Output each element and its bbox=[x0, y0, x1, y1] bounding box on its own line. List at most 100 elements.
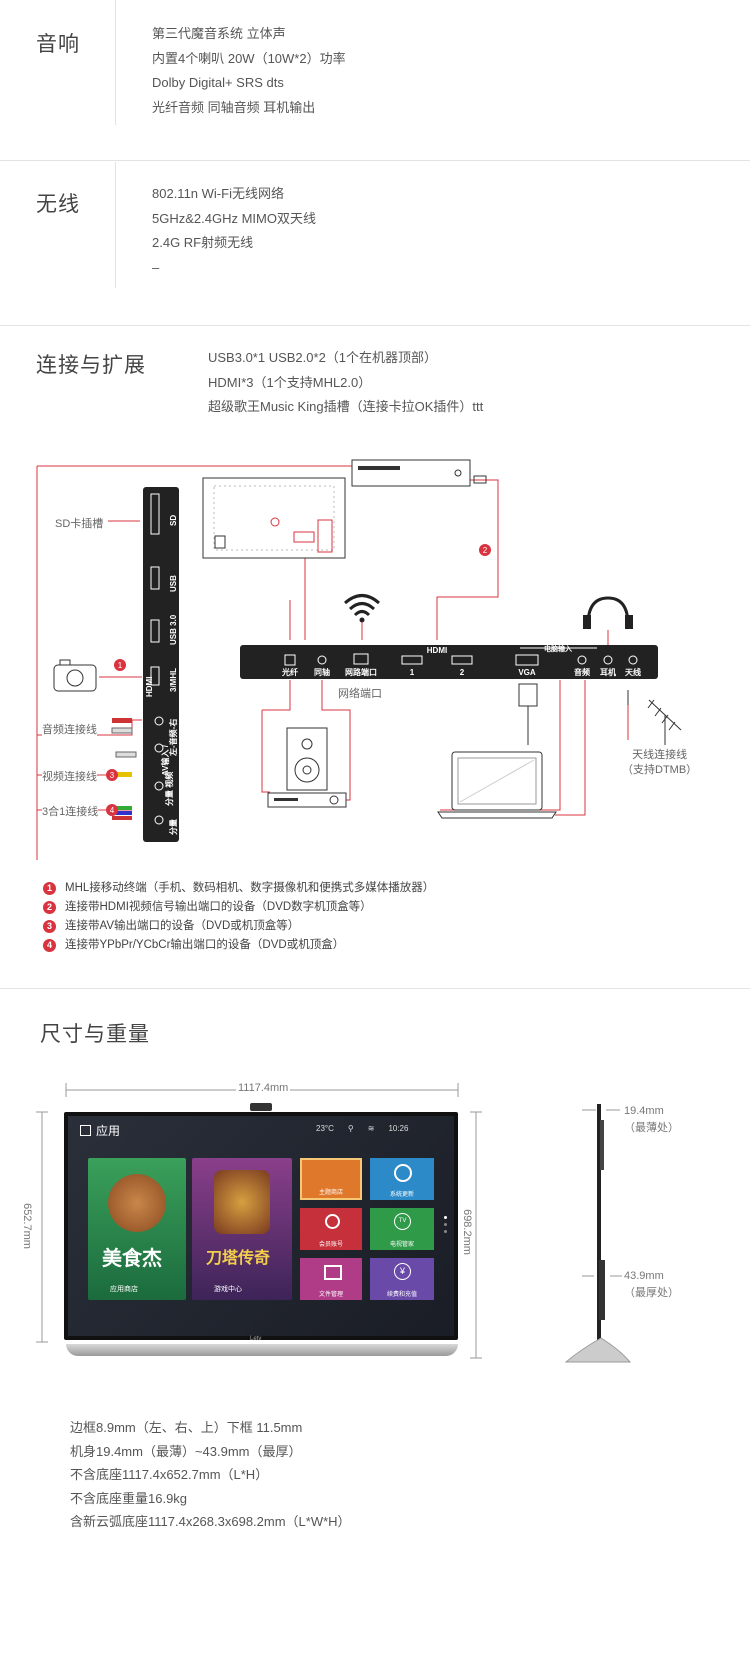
width-dimension: 1117.4mm bbox=[236, 1082, 291, 1094]
side-label-comp: 分量 bbox=[168, 819, 178, 835]
rear-label-coax: 同轴 bbox=[314, 667, 330, 677]
screen-status-bar: 23°C ⚲ ≋ 10:26 bbox=[316, 1124, 408, 1133]
legend-badge: 1 bbox=[43, 882, 56, 895]
tv-front: 应用 23°C ⚲ ≋ 10:26 美食杰 应用商店 刀塔传奇 游戏中心 主题商… bbox=[64, 1103, 458, 1342]
sd-slot-label: SD卡插槽 bbox=[55, 515, 104, 531]
legend-badge: 2 bbox=[43, 901, 56, 914]
tile-renewal[interactable]: ¥ 续费和充值 bbox=[370, 1258, 434, 1300]
rear-label-antenna: 天线 bbox=[625, 667, 641, 677]
dvd-player bbox=[351, 459, 487, 487]
food-image bbox=[108, 1174, 166, 1232]
usb-icon: ⚲ bbox=[347, 1124, 354, 1133]
legend-badge: 3 bbox=[43, 920, 56, 933]
wifi-icon bbox=[344, 594, 380, 617]
wireless-spec-line: 802.11n Wi-Fi无线网络 bbox=[152, 186, 284, 201]
side-label-video: 分量 视频 bbox=[164, 772, 174, 806]
rear-label-earphone: 耳机 bbox=[600, 667, 616, 677]
tile-update-label: 系统更新 bbox=[389, 1192, 414, 1198]
game-image bbox=[214, 1170, 270, 1234]
rear-label-pc-input: 电脑输入 bbox=[544, 644, 572, 653]
side-label-mhl: 3/MHL bbox=[169, 668, 178, 692]
legend-text: 连接带AV输出端口的设备（DVD或机顶盒等） bbox=[65, 920, 300, 932]
tv-stand-front bbox=[66, 1344, 458, 1356]
height-dimension-right: 698.2mm bbox=[460, 1209, 473, 1255]
side-label-av: 左-音频-右 bbox=[168, 719, 178, 757]
antenna bbox=[627, 690, 682, 745]
tile-file-label: 文件管理 bbox=[318, 1292, 343, 1298]
tile-member-account[interactable]: 会员账号 bbox=[300, 1208, 362, 1250]
wireless-title: 无线 bbox=[36, 193, 80, 216]
legend-text: 连接带HDMI视频信号输出端口的设备（DVD数字机顶盒等） bbox=[65, 901, 372, 913]
tv-shield-icon: TV bbox=[394, 1213, 411, 1230]
marker-1: 1 bbox=[118, 661, 123, 670]
size-title: 尺寸与重量 bbox=[40, 1023, 150, 1046]
tile-game[interactable]: 刀塔传奇 游戏中心 bbox=[192, 1158, 292, 1300]
update-icon bbox=[394, 1164, 412, 1182]
marker-4: 4 bbox=[110, 806, 115, 815]
tile-food[interactable]: 美食杰 应用商店 bbox=[88, 1158, 186, 1300]
thin-dimension: 19.4mm （最薄处） bbox=[624, 1103, 679, 1137]
thick-dimension: 43.9mm （最厚处） bbox=[624, 1268, 679, 1302]
apps-icon bbox=[80, 1125, 91, 1136]
wiring-lines bbox=[36, 465, 629, 860]
connect-spec-line: HDMI*3（1个支持MHL2.0） bbox=[208, 374, 372, 390]
legend-badge: 4 bbox=[43, 939, 56, 952]
thin-dimension-value: 19.4mm bbox=[624, 1105, 664, 1117]
thin-dimension-note: （最薄处） bbox=[624, 1122, 679, 1134]
legend-item: 2 连接带HDMI视频信号输出端口的设备（DVD数字机顶盒等） bbox=[43, 898, 434, 917]
side-label-sd: SD bbox=[169, 515, 178, 526]
three-in-one-label: 3合1连接线 bbox=[42, 803, 99, 819]
legend-item: 1 MHL接移动终端（手机、数码相机、数字摄像机和便携式多媒体播放器） bbox=[43, 879, 434, 898]
network-port-label: 网络端口 bbox=[338, 688, 382, 700]
legend-item: 4 连接带YPbPr/YCbCr输出端口的设备（DVD或机顶盒） bbox=[43, 936, 434, 955]
diagram-markers: 1 2 3 4 bbox=[106, 544, 491, 816]
audio-spec-line: 光纤音频 同轴音频 耳机输出 bbox=[152, 99, 316, 115]
tile-food-title: 美食杰 bbox=[102, 1248, 162, 1270]
tv-side-profile bbox=[564, 1104, 632, 1363]
rear-label-vga: VGA bbox=[518, 668, 536, 677]
tile-renewal-label: 续费和充值 bbox=[386, 1292, 417, 1298]
audio-spec-line: Dolby Digital+ SRS dts bbox=[152, 75, 284, 90]
wireless-spec-line: 2.4G RF射频无线 bbox=[152, 235, 254, 250]
screen-app-title: 应用 bbox=[80, 1122, 120, 1139]
camera bbox=[53, 659, 97, 692]
antenna-cable-label: 天线连接线 （支持DTMB） bbox=[622, 748, 697, 778]
user-icon bbox=[325, 1214, 340, 1229]
height-dimension-left: 652.7mm bbox=[20, 1203, 33, 1249]
section-divider bbox=[0, 988, 750, 989]
rear-port-labels: 光纤 同轴 网路端口 HDMI 1 2 电脑输入 VGA 音频 耳机 天线 bbox=[281, 644, 641, 677]
audio-divider bbox=[115, 0, 116, 125]
legend-text: 连接带YPbPr/YCbCr输出端口的设备（DVD或机顶盒） bbox=[65, 939, 345, 951]
connect-spec-line: USB3.0*1 USB2.0*2（1个在机器顶部） bbox=[208, 350, 438, 365]
tile-tv-manager[interactable]: TV 电视管家 bbox=[370, 1208, 434, 1250]
section-divider bbox=[0, 325, 750, 326]
vga-connector bbox=[518, 683, 538, 745]
tile-theme-store[interactable]: 主题商店 bbox=[300, 1158, 362, 1200]
tile-file-manager[interactable]: 文件管理 bbox=[300, 1258, 362, 1300]
side-port-labels: SD USB USB 3.0 3/MHL HDMI 左-音频-右 AV输入 / … bbox=[145, 515, 178, 835]
antenna-cable-line: 天线连接线 bbox=[632, 749, 688, 761]
headphones-icon bbox=[586, 596, 630, 626]
legend-text: MHL接移动终端（手机、数码相机、数字摄像机和便携式多媒体播放器） bbox=[65, 882, 435, 894]
rear-port-bar bbox=[240, 645, 658, 679]
audio-spec-line: 第三代魔音系统 立体声 bbox=[152, 26, 286, 41]
folder-icon bbox=[324, 1265, 342, 1280]
page-dot bbox=[444, 1216, 447, 1219]
audio-cable-label: 音频连接线 bbox=[42, 721, 97, 737]
marker-2: 2 bbox=[483, 546, 488, 555]
connect-spec-list: USB3.0*1 USB2.0*2（1个在机器顶部） HDMI*3（1个支持MH… bbox=[208, 346, 483, 420]
side-label-av-in: AV输入 / bbox=[160, 744, 170, 776]
tile-game-title: 刀塔传奇 bbox=[206, 1250, 271, 1267]
wifi-status-icon: ≋ bbox=[367, 1124, 375, 1133]
tv-screen: 应用 23°C ⚲ ≋ 10:26 美食杰 应用商店 刀塔传奇 游戏中心 主题商… bbox=[68, 1116, 454, 1336]
video-cable-label: 视频连接线 bbox=[42, 768, 97, 784]
tile-system-update[interactable]: 系统更新 bbox=[370, 1158, 434, 1200]
rear-label-hdmi2: 2 bbox=[460, 668, 465, 677]
rear-label-network: 网路端口 bbox=[345, 667, 377, 677]
rear-label-optical: 光纤 bbox=[281, 667, 298, 677]
side-label-usb3: USB 3.0 bbox=[169, 614, 178, 645]
size-spec-line: 不含底座1117.4x652.7mm（L*H） bbox=[70, 1467, 269, 1482]
tv-rear-outline bbox=[202, 477, 346, 559]
thick-dimension-value: 43.9mm bbox=[624, 1270, 664, 1282]
tv-brand: Letv bbox=[250, 1336, 262, 1342]
